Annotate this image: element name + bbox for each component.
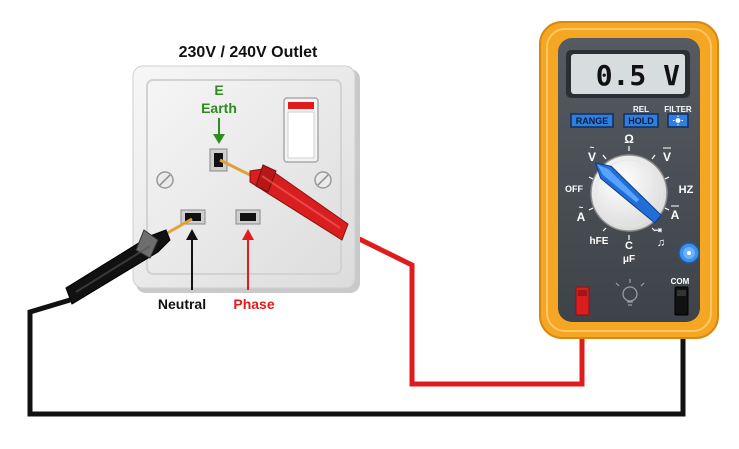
earth-letter-label: E — [214, 82, 223, 98]
phase-label: Phase — [233, 296, 274, 312]
dial-c-label: C — [625, 240, 633, 252]
lightbulb-icon — [615, 279, 645, 306]
red-test-lead-wire — [343, 229, 585, 387]
svg-text:~: ~ — [579, 203, 584, 212]
com-label: COM — [671, 277, 690, 286]
svg-text:~: ~ — [590, 143, 595, 152]
earth-arrow-icon — [213, 118, 225, 144]
hold-button[interactable]: HOLD — [623, 113, 659, 128]
screw-icon — [314, 171, 332, 189]
dial-tick-marks — [588, 146, 670, 240]
knob-pointer-icon — [594, 162, 663, 224]
backlight-button[interactable] — [667, 113, 689, 128]
filter-label: FILTER — [664, 105, 692, 114]
dial-hz-label: HZ — [679, 184, 694, 196]
dial-buzzer-icon: ♫ — [657, 237, 665, 249]
rotary-selector-knob[interactable] — [590, 154, 668, 232]
earth-label: Earth — [201, 100, 237, 116]
phase-arrow-icon — [242, 229, 254, 290]
neutral-arrow-icon — [186, 229, 198, 290]
rel-label: REL — [633, 105, 649, 114]
red-input-jack[interactable] — [575, 286, 590, 316]
sun-icon — [673, 115, 683, 126]
red-probe-icon — [219, 158, 349, 241]
dial-a-dc-label: A — [671, 208, 680, 222]
dial-a-dc: A — [671, 205, 680, 222]
hold-button-label: HOLD — [628, 116, 654, 126]
range-button[interactable]: RANGE — [570, 113, 614, 128]
dial-v-ac: ~ V — [588, 143, 596, 164]
phase-socket — [235, 209, 261, 225]
dial-a-ac-label: A — [577, 210, 586, 224]
neutral-label: Neutral — [158, 296, 206, 312]
adjust-dial-icon[interactable] — [678, 242, 700, 264]
dial-ohm-label: Ω — [624, 132, 634, 146]
screw-icon — [156, 171, 174, 189]
multimeter-case-highlight — [546, 28, 712, 332]
dial-a-ac: ~ A — [577, 203, 586, 224]
dial-uf-label: μF — [623, 254, 635, 265]
com-input-jack[interactable] — [674, 286, 689, 316]
dial-hfe-label: hFE — [590, 236, 609, 247]
display-screen — [571, 54, 685, 94]
outlet-inner-plate — [146, 79, 342, 275]
display-reading: 0.5 V — [596, 59, 680, 92]
black-test-lead-wire — [27, 297, 686, 417]
dial-off-label: OFF — [565, 184, 583, 194]
range-button-label: RANGE — [576, 116, 609, 126]
dial-v-dc-label: V — [663, 150, 671, 164]
outlet-switch — [283, 97, 319, 163]
dial-v-ac-label: V — [588, 150, 596, 164]
outlet-title: 230V / 240V Outlet — [179, 44, 318, 61]
dial-diode-icon: ⇥ — [654, 225, 662, 235]
earth-socket — [209, 148, 228, 172]
dial-v-dc: V — [663, 147, 671, 164]
black-probe-icon — [65, 217, 193, 305]
